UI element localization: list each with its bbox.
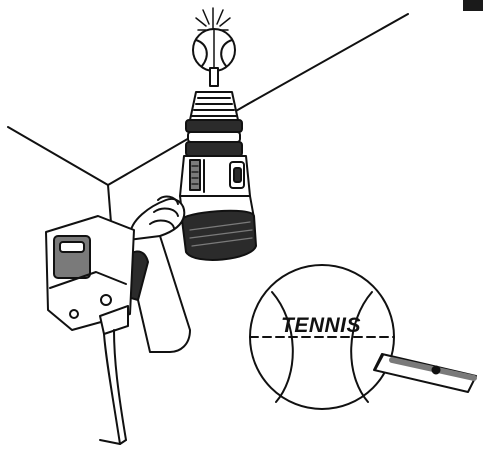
tennis-ball-icon: TENNIS bbox=[250, 265, 394, 409]
small-tennis-ball-icon bbox=[193, 29, 235, 72]
drill-bit bbox=[210, 68, 218, 86]
drill-icon bbox=[180, 92, 256, 260]
shaft-icon bbox=[374, 354, 476, 392]
ceiling-spark-lines bbox=[196, 8, 230, 30]
tennis-ball-label: TENNIS bbox=[281, 314, 361, 337]
hand-icon bbox=[124, 197, 190, 352]
battery-pack-icon bbox=[46, 216, 134, 444]
